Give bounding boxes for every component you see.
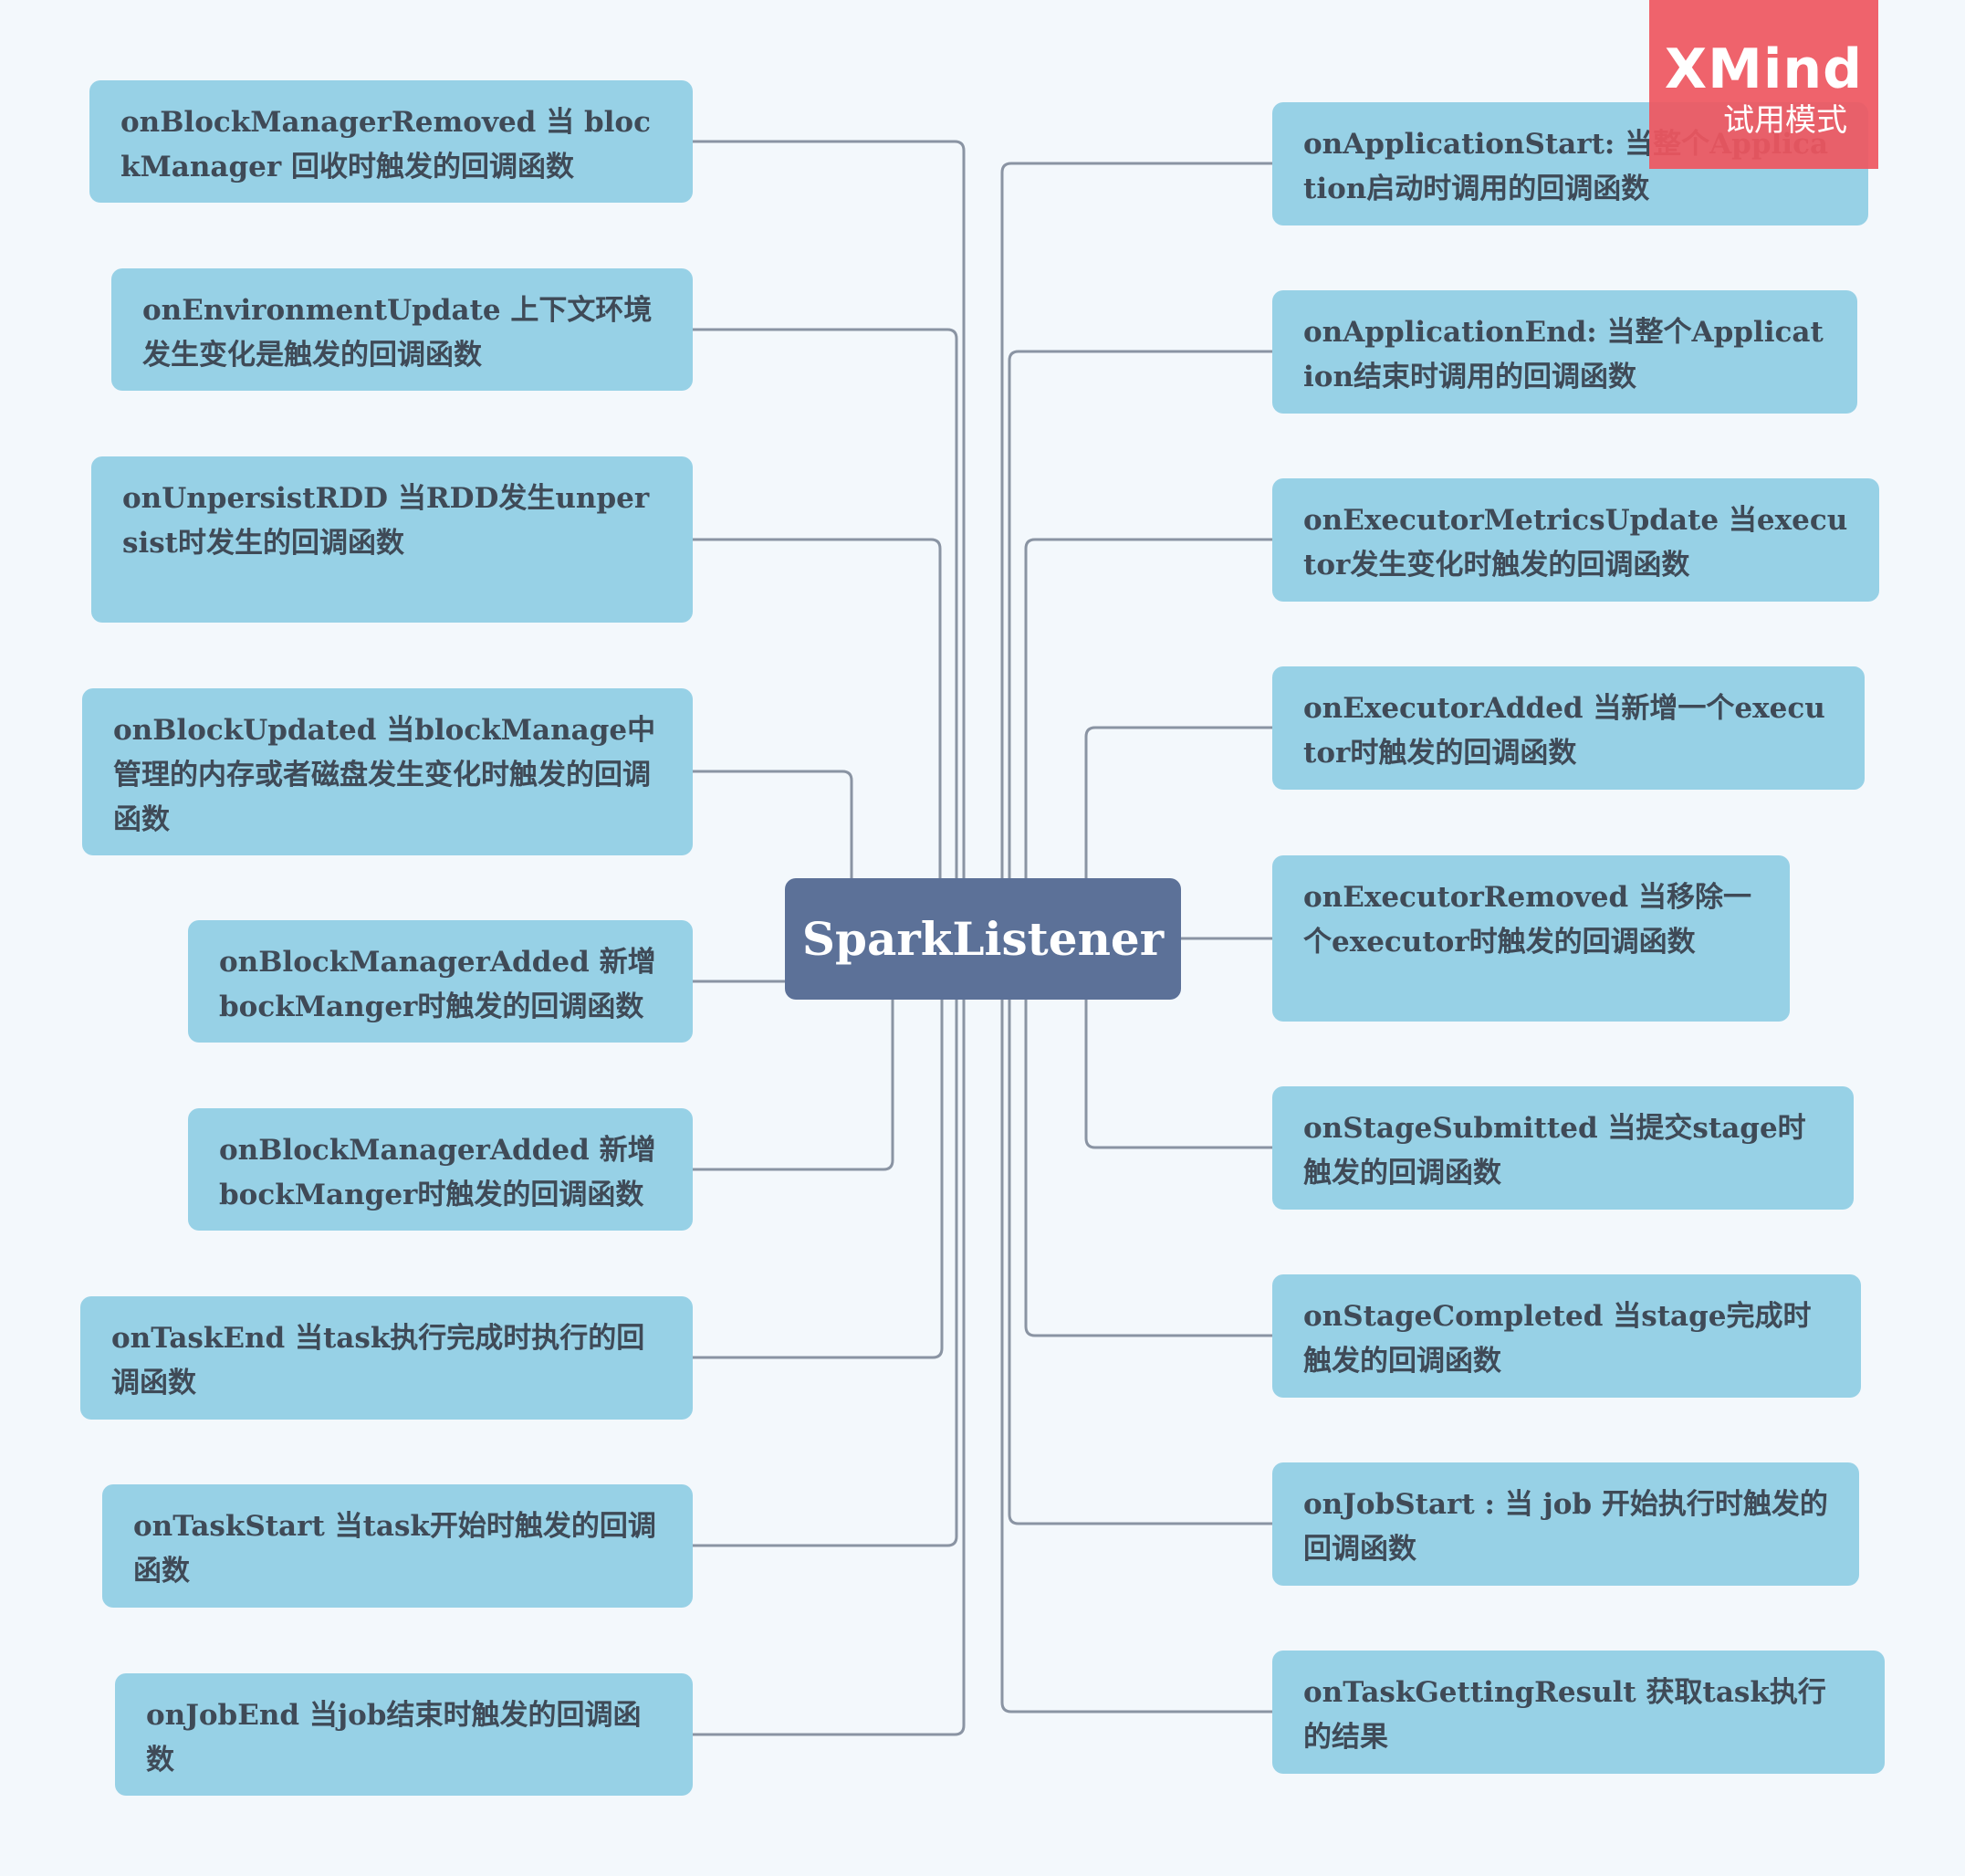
- connector-l5: [693, 1000, 894, 1171]
- connector-r3: [1084, 726, 1272, 878]
- connector-r1: [1008, 350, 1272, 878]
- topic-on-executor-metrics-update[interactable]: onExecutorMetricsUpdate 当executor发生变化时触发…: [1272, 478, 1879, 602]
- topic-on-environment-update[interactable]: onEnvironmentUpdate 上下文环境发生变化是触发的回调函数: [111, 268, 693, 391]
- topic-on-job-start[interactable]: onJobStart : 当 job 开始执行时触发的回调函数: [1272, 1462, 1859, 1586]
- xmind-trial-watermark: XMind 试用模式: [1649, 0, 1878, 169]
- topic-on-job-end[interactable]: onJobEnd 当job结束时触发的回调函数: [115, 1673, 693, 1796]
- topic-on-application-end[interactable]: onApplicationEnd: 当整个Application结束时调用的回调…: [1272, 290, 1857, 414]
- connector-r0: [1000, 162, 1272, 878]
- connector-l1: [693, 328, 958, 878]
- central-topic-spark-listener[interactable]: SparkListener: [785, 878, 1181, 1000]
- topic-on-block-manager-added-duplicate[interactable]: onBlockManagerAdded 新增 bockManger时触发的回调函…: [188, 1108, 693, 1231]
- trial-mode-label: 试用模式: [1723, 102, 1847, 139]
- connector-r2: [1024, 538, 1272, 878]
- topic-on-stage-submitted[interactable]: onStageSubmitted 当提交stage时触发的回调函数: [1272, 1086, 1854, 1210]
- topic-on-stage-completed[interactable]: onStageCompleted 当stage完成时触发的回调函数: [1272, 1274, 1861, 1398]
- topic-on-executor-added[interactable]: onExecutorAdded 当新增一个executor时触发的回调函数: [1272, 666, 1865, 790]
- topic-on-block-manager-removed[interactable]: onBlockManagerRemoved 当 blockManager 回收时…: [89, 80, 693, 203]
- connector-r6: [1024, 1000, 1272, 1337]
- connector-r7: [1008, 1000, 1272, 1525]
- topic-on-task-getting-result[interactable]: onTaskGettingResult 获取task执行的结果: [1272, 1651, 1885, 1774]
- connector-l6: [693, 1000, 944, 1359]
- topic-on-unpersist-rdd[interactable]: onUnpersistRDD 当RDD发生unpersist时发生的回调函数: [91, 456, 693, 623]
- topic-on-task-end[interactable]: onTaskEnd 当task执行完成时执行的回调函数: [80, 1296, 693, 1420]
- topic-on-task-start[interactable]: onTaskStart 当task开始时触发的回调函数: [102, 1484, 693, 1608]
- topic-on-block-updated[interactable]: onBlockUpdated 当blockManage中管理的内存或者磁盘发生变…: [82, 688, 693, 855]
- connector-l3: [693, 770, 853, 878]
- xmind-logo: XMind: [1664, 37, 1864, 101]
- connector-l0: [693, 140, 966, 878]
- connector-r8: [1000, 1000, 1272, 1714]
- connector-r5: [1084, 1000, 1272, 1149]
- topic-on-executor-removed[interactable]: onExecutorRemoved 当移除一个executor时触发的回调函数: [1272, 855, 1790, 1022]
- topic-on-block-manager-added[interactable]: onBlockManagerAdded 新增 bockManger时触发的回调函…: [188, 920, 693, 1043]
- connector-l2: [693, 538, 942, 878]
- connector-l7: [693, 1000, 958, 1547]
- connector-l8: [693, 1000, 966, 1736]
